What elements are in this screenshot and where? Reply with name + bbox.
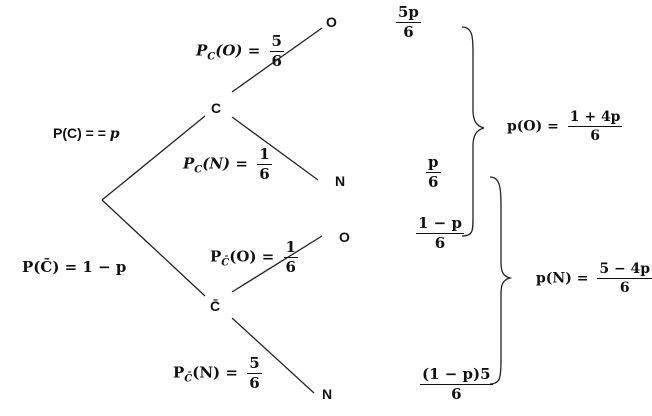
branch-root-to-cbar: [101, 199, 206, 297]
label-pc: P(C) = = p: [53, 125, 120, 142]
branch-cbar-to-o: [231, 235, 323, 293]
branch-c-to-n: [231, 116, 319, 181]
node-cbar: C̄: [210, 298, 221, 314]
node-c-o: O: [326, 14, 337, 30]
brace-po: [461, 26, 485, 237]
node-cbar-n: N: [322, 386, 333, 402]
node-c: C: [211, 100, 222, 116]
node-cbar-o: O: [339, 229, 350, 245]
brace-pn: [489, 176, 513, 385]
branch-root-to-c: [101, 115, 206, 201]
label-pcbar: P(C̄) = 1 − p: [22, 258, 127, 276]
branch-cbar-to-n: [231, 317, 315, 394]
branch-c-to-o: [231, 27, 323, 93]
node-c-n: N: [335, 173, 346, 189]
